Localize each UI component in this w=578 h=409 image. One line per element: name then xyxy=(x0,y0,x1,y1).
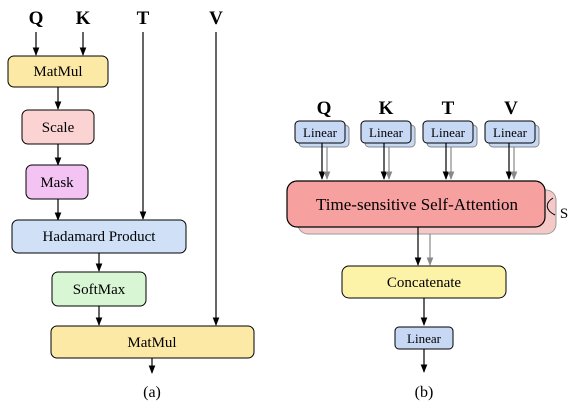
panel-a-input-t: T xyxy=(137,8,150,29)
concatenate-label: Concatenate xyxy=(387,275,461,291)
panel-a-input-k: K xyxy=(76,8,91,29)
panel-a-caption: (a) xyxy=(143,384,161,401)
linear-k-node: Linear xyxy=(360,120,416,148)
attention-label: Time-sensitive Self-Attention xyxy=(316,195,518,214)
panel-b-input-t: T xyxy=(442,98,455,119)
mask-node: Mask xyxy=(25,164,89,200)
stack-brace xyxy=(546,197,556,216)
softmax-label: SoftMax xyxy=(73,282,126,298)
panel-b-input-v: V xyxy=(504,98,518,119)
linear-v-node: Linear xyxy=(484,120,540,148)
softmax-node: SoftMax xyxy=(51,271,147,307)
linear-t-label: Linear xyxy=(431,125,466,140)
panel-b: Q K T V Linear Linear Linear Linear xyxy=(286,98,568,401)
matmul-bottom-label: MatMul xyxy=(127,335,176,351)
panel-a: Q K T V MatMul Scale Mask xyxy=(7,8,255,401)
stack-label: S xyxy=(560,206,568,222)
hadamard-label: Hadamard Product xyxy=(43,229,157,245)
matmul-bottom-node: MatMul xyxy=(50,325,255,359)
mask-label: Mask xyxy=(40,175,74,191)
matmul-top-node: MatMul xyxy=(7,55,109,88)
linear-t-node: Linear xyxy=(422,120,478,148)
linear-v-label: Linear xyxy=(493,125,528,140)
matmul-top-label: MatMul xyxy=(33,64,82,80)
panel-a-input-v: V xyxy=(209,8,223,29)
scale-label: Scale xyxy=(42,120,75,136)
linear-q-node: Linear xyxy=(294,120,350,148)
panel-b-caption: (b) xyxy=(415,384,434,401)
attention-node: Time-sensitive Self-Attention xyxy=(286,180,557,235)
concatenate-node: Concatenate xyxy=(341,265,507,299)
hadamard-node: Hadamard Product xyxy=(11,219,187,254)
linear-k-label: Linear xyxy=(369,125,404,140)
panel-b-input-k: K xyxy=(379,98,394,119)
linear-q-label: Linear xyxy=(303,125,338,140)
panel-b-input-q: Q xyxy=(317,98,332,119)
linear-out-node: Linear xyxy=(394,326,454,350)
panel-a-input-q: Q xyxy=(29,8,44,29)
scale-node: Scale xyxy=(21,109,95,145)
linear-out-label: Linear xyxy=(407,331,442,346)
